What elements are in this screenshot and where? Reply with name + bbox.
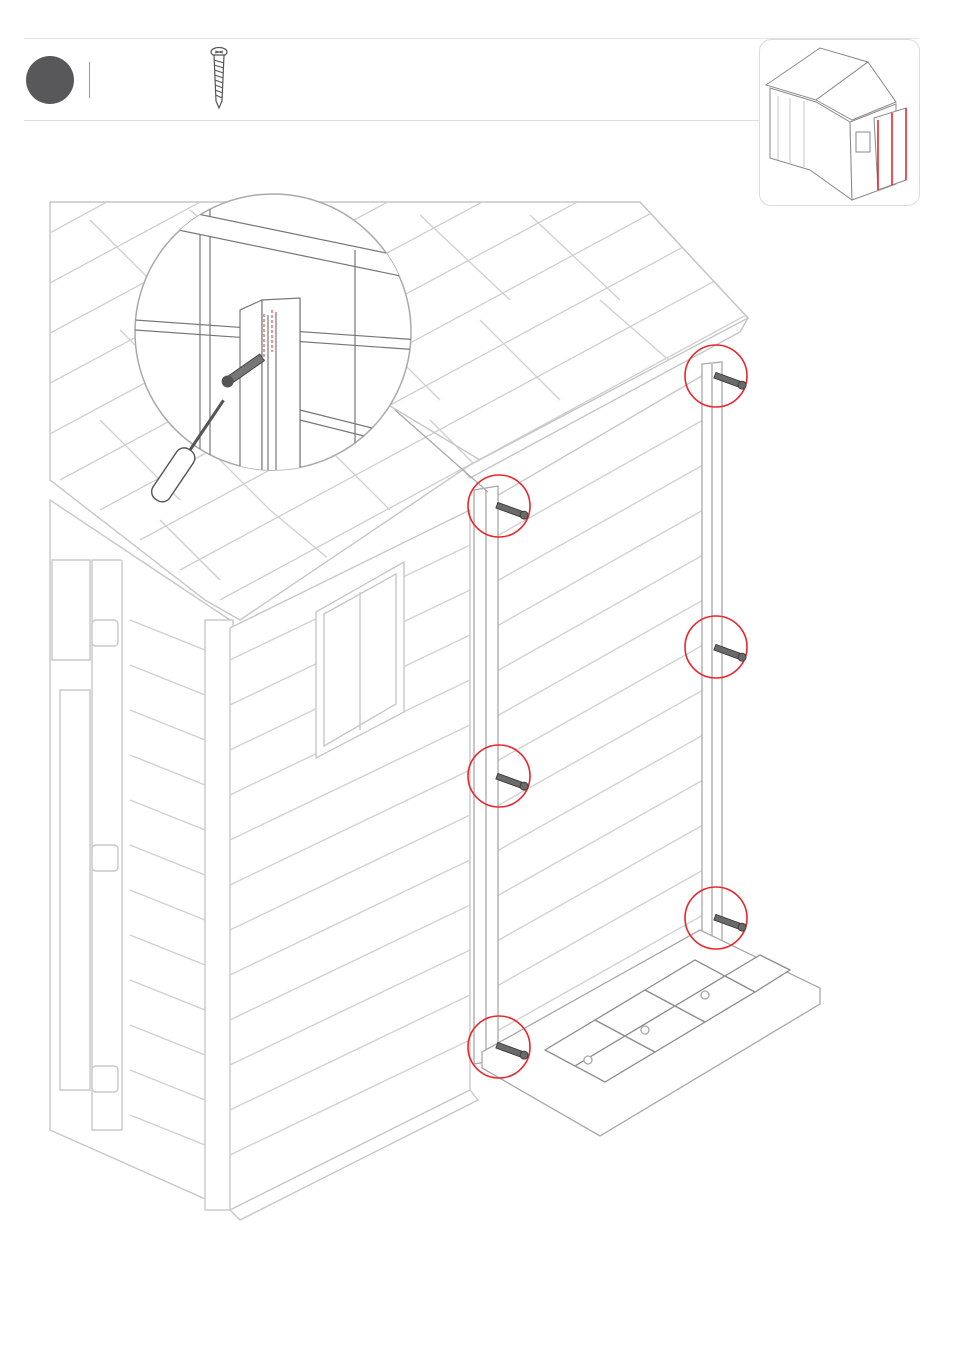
side-wall bbox=[230, 510, 478, 1220]
door-wall bbox=[50, 500, 233, 1210]
